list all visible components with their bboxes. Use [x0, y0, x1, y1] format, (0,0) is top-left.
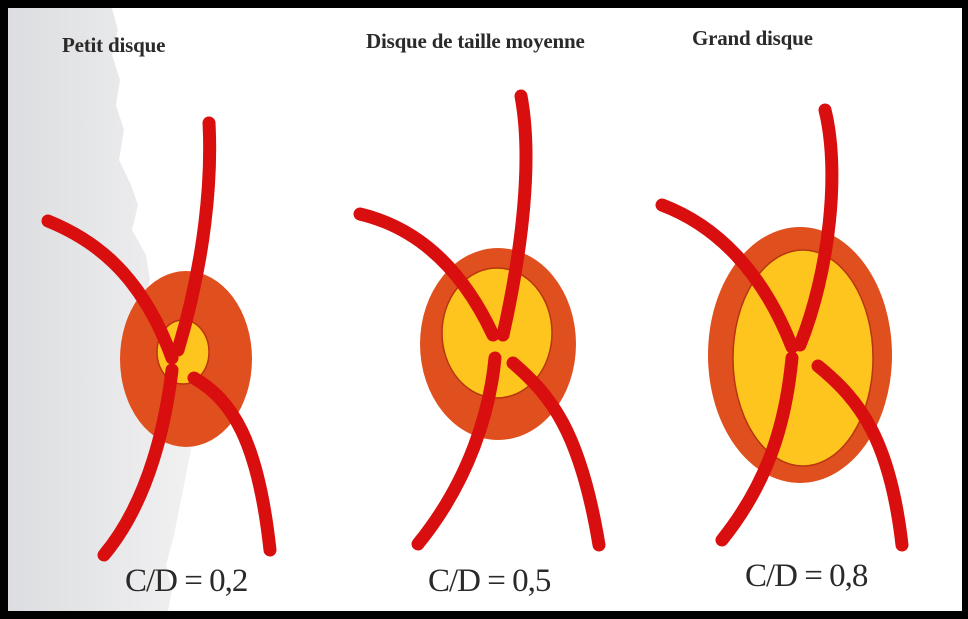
medium-disc-title: Disque de taille moyenne	[366, 29, 585, 54]
large-disc-ratio: C/D = 0,8	[745, 558, 867, 595]
medium-disc-ratio: C/D = 0,5	[428, 563, 550, 600]
small-disc-title: Petit disque	[62, 33, 165, 58]
large-disc-title: Grand disque	[692, 26, 813, 51]
small-disc-ratio: C/D = 0,2	[125, 563, 247, 600]
